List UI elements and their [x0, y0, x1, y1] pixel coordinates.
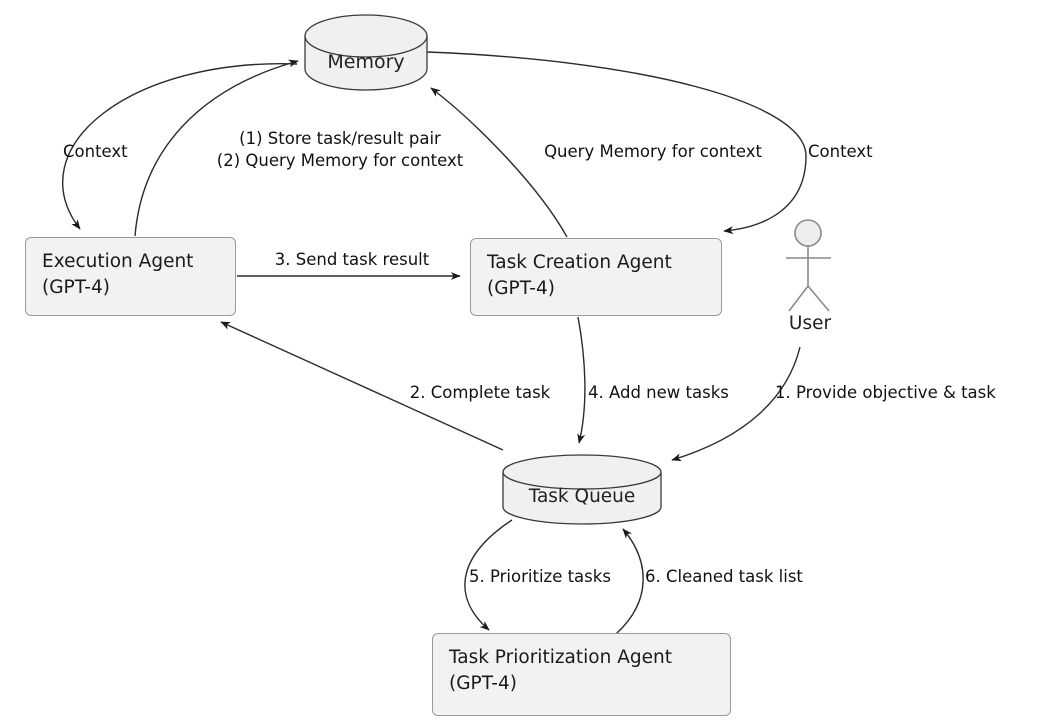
edge-label-context-left: Context [63, 142, 128, 161]
edge-label-send-task-result: 3. Send task result [274, 250, 430, 269]
edge-context-right-line [426, 51, 807, 235]
memory-label: Memory [327, 51, 405, 73]
edge-add-new-tasks-line [577, 316, 586, 444]
node-task-creation-agent: Task Creation Agent (GPT-4) [470, 238, 722, 316]
edge-label-prioritize-tasks: 5. Prioritize tasks [469, 567, 611, 586]
edge-provide-objective-line [671, 346, 801, 462]
edge-label-complete-task: 2. Complete task [409, 383, 551, 402]
edge-store-query-line [134, 59, 299, 237]
edge-label-context-right: Context [808, 142, 873, 161]
node-task-prioritization-agent: Task Prioritization Agent (GPT-4) [432, 633, 731, 716]
edge-label-store-query-line1: (1) Store task/result pair [239, 129, 441, 148]
task-prioritization-agent-sublabel: (GPT-4) [449, 672, 517, 694]
edge-label-add-new-tasks: 4. Add new tasks [588, 383, 729, 402]
edge-label-store-query-line2: (2) Query Memory for context [216, 151, 464, 171]
edge-query-memory-line [430, 87, 568, 238]
edge-complete-task-line [220, 321, 504, 451]
memory-cylinder [304, 14, 428, 91]
edge-label-store-query: (1) Store task/result pair (2) Query Mem… [217, 128, 463, 173]
edge-prioritize-tasks-line [464, 519, 513, 631]
edge-label-query-memory: Query Memory for context [544, 142, 762, 161]
task-prioritization-agent-label: Task Prioritization Agent [449, 647, 672, 668]
edge-context-left-line [61, 63, 298, 230]
user-label: User [788, 313, 832, 334]
node-execution-agent: Execution Agent (GPT-4) [25, 237, 236, 316]
task-queue-cylinder [502, 454, 662, 525]
edge-cleaned-task-list-line [615, 528, 644, 635]
user-head [794, 219, 822, 247]
edge-label-provide-objective: 1. Provide objective & task [775, 383, 996, 402]
task-creation-agent-sublabel: (GPT-4) [487, 277, 555, 299]
task-creation-agent-label: Task Creation Agent [487, 252, 672, 273]
execution-agent-label: Execution Agent [42, 251, 194, 272]
edge-label-cleaned-task-list: 6. Cleaned task list [645, 567, 803, 586]
execution-agent-sublabel: (GPT-4) [42, 276, 110, 298]
task-queue-label: Task Queue [528, 486, 636, 507]
user-figure [786, 219, 831, 312]
